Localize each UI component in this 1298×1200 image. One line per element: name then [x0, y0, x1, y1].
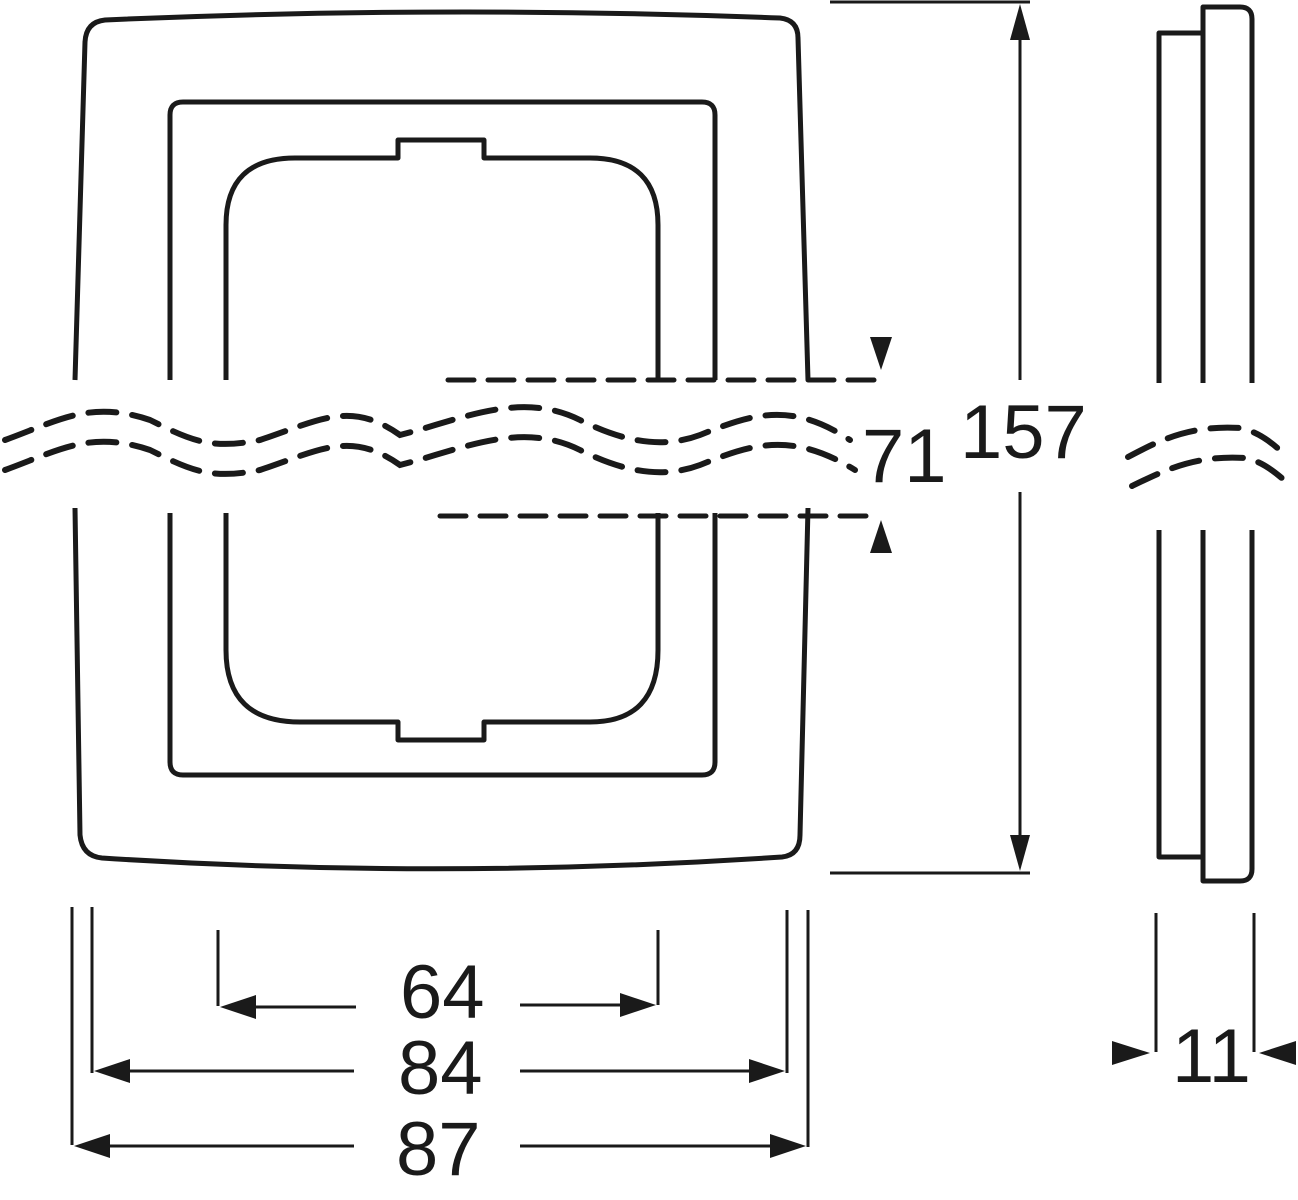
insert-opening-top — [223, 137, 661, 380]
front-view-top — [72, 9, 811, 381]
wavy-break-lower — [2, 434, 858, 477]
side-profile-bottom — [1156, 530, 1255, 884]
width-dimensions: 64 84 87 — [70, 907, 810, 1192]
arrow-71-bottom — [870, 520, 892, 553]
insert-opening-bottom — [223, 513, 661, 743]
side-view: 11 — [1112, 4, 1296, 1099]
dimension-width-outer: 87 — [396, 1107, 481, 1192]
front-view-bottom — [72, 507, 811, 872]
dimension-width-inner: 84 — [398, 1026, 483, 1111]
side-wavy-break-upper — [1125, 424, 1291, 461]
arrow-84-left — [94, 1059, 130, 1083]
side-wavy-break-lower — [1129, 454, 1293, 489]
arrow-64-left — [220, 995, 256, 1019]
dimension-depth: 11 — [1172, 1014, 1251, 1099]
dimension-width-opening: 64 — [400, 950, 485, 1035]
arrow-64-right — [620, 993, 656, 1017]
arrow-157-bottom — [1010, 835, 1030, 871]
wavy-break-upper — [2, 404, 853, 447]
outer-frame-top — [72, 9, 811, 381]
arrow-depth-right — [1259, 1041, 1296, 1065]
inner-frame-top — [167, 99, 718, 380]
arrow-157-top — [1010, 4, 1030, 40]
inner-frame-bottom — [167, 513, 718, 778]
arrow-71-top — [870, 337, 892, 370]
dimension-height-total: 157 — [960, 390, 1087, 475]
arrow-depth-left — [1112, 1041, 1150, 1065]
dimension-height-break: 71 — [862, 414, 947, 499]
arrow-84-right — [749, 1059, 785, 1083]
arrow-87-right — [770, 1134, 806, 1158]
outer-frame-bottom — [72, 507, 811, 872]
side-profile-top — [1156, 4, 1255, 383]
arrow-87-left — [74, 1134, 110, 1158]
